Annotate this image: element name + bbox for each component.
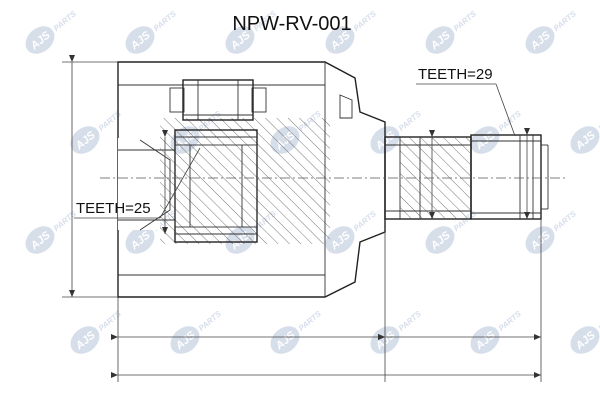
watermark-suffix: PARTS bbox=[197, 309, 223, 333]
watermark-ring-icon bbox=[470, 126, 500, 154]
watermark-suffix: PARTS bbox=[352, 9, 378, 33]
watermark-suffix: PARTS bbox=[497, 309, 523, 333]
watermark-ring-icon bbox=[425, 26, 455, 54]
watermark-suffix: PARTS bbox=[297, 309, 323, 333]
watermark-ring-icon bbox=[70, 126, 100, 154]
watermark-suffix: PARTS bbox=[452, 9, 478, 33]
watermark-suffix: PARTS bbox=[97, 109, 123, 133]
dimension-lines bbox=[62, 55, 542, 382]
teeth-inner-label: TEETH=25 bbox=[76, 200, 151, 217]
watermark-suffix: PARTS bbox=[97, 309, 123, 333]
watermark-suffix: PARTS bbox=[397, 109, 423, 133]
teeth-outer-label: TEETH=29 bbox=[418, 66, 493, 83]
watermark-ring-icon bbox=[470, 326, 500, 354]
teeth-outer-callout: TEETH=29 bbox=[416, 66, 516, 137]
watermark-ring-icon bbox=[325, 26, 355, 54]
watermark-suffix: PARTS bbox=[52, 209, 78, 233]
watermark-ring-icon bbox=[325, 226, 355, 254]
watermark-suffix: PARTS bbox=[52, 9, 78, 33]
watermark-suffix: PARTS bbox=[397, 309, 423, 333]
watermark-suffix: PARTS bbox=[552, 209, 578, 233]
watermark-suffix: PARTS bbox=[152, 9, 178, 33]
watermark-ring-icon bbox=[125, 26, 155, 54]
housing-body bbox=[117, 61, 386, 298]
watermark-ring-icon bbox=[170, 326, 200, 354]
watermark-suffix: PARTS bbox=[497, 109, 523, 133]
watermark-ring-icon bbox=[70, 326, 100, 354]
watermark-ring-icon bbox=[570, 126, 600, 154]
tripod-roller-top bbox=[169, 79, 267, 121]
watermark-ring-icon bbox=[525, 226, 555, 254]
part-number-title: NPW-RV-001 bbox=[232, 13, 351, 35]
watermark-ring-icon bbox=[25, 226, 55, 254]
watermark-suffix: PARTS bbox=[552, 9, 578, 33]
tripod-spider-hub bbox=[174, 129, 258, 243]
watermark-ring-icon bbox=[25, 26, 55, 54]
watermark-ring-icon bbox=[425, 226, 455, 254]
watermark-ring-icon bbox=[525, 26, 555, 54]
watermark-suffix: PARTS bbox=[352, 209, 378, 233]
watermark-ring-icon bbox=[225, 26, 255, 54]
teeth-inner-callout: TEETH=25 bbox=[74, 147, 201, 219]
watermark-ring-icon bbox=[125, 226, 155, 254]
watermark-ring-icon bbox=[270, 326, 300, 354]
watermark-ring-icon bbox=[570, 326, 600, 354]
